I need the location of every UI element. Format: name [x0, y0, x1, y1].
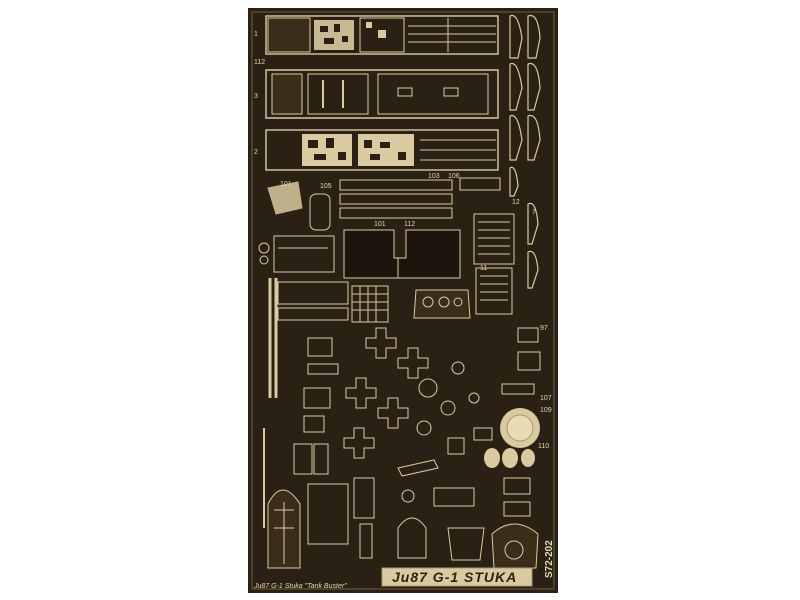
part-bottom-center [353, 477, 485, 561]
part-number-labels: 1 112 3 2 101 105 103 106 12 112 101 7 1… [254, 31, 552, 450]
part-fuselage-panel-3 [265, 69, 499, 119]
part-ovals [484, 448, 535, 468]
sheet-code: S72-202 [544, 540, 555, 578]
part-mesh-grid [351, 285, 389, 323]
sheet-title: Ju87 G-1 STUKA [392, 569, 517, 585]
part-number: 101 [280, 181, 292, 188]
part-small-parts [303, 327, 493, 477]
sheet-subtitle: Ju87 G-1 Stuka "Tank Buster" [253, 583, 347, 590]
part-number: 106 [448, 173, 460, 180]
part-canopy [263, 428, 349, 569]
part-panel-1 [265, 15, 499, 55]
part-panel-2 [265, 129, 499, 171]
part-instrument-panel [413, 289, 471, 319]
title-plate: Ju87 G-1 STUKA [381, 567, 533, 587]
part-number: 110 [538, 443, 549, 450]
part-left-cluster [258, 181, 349, 398]
fret-frame [251, 11, 555, 590]
part-bottom-ring [491, 523, 539, 569]
part-armor-plates [343, 229, 461, 279]
part-number: 109 [540, 407, 552, 414]
part-number: 103 [428, 173, 440, 180]
part-number: 112 [404, 221, 415, 228]
part-number: 7 [532, 209, 536, 216]
part-number: 101 [374, 221, 386, 228]
photo-etch-fret: 1 112 3 2 101 105 103 106 12 112 101 7 1… [248, 8, 558, 593]
part-number: 1 [254, 31, 258, 38]
part-gunsight-disk [500, 408, 540, 448]
part-radiator-grid [339, 177, 501, 219]
part-number: 11 [480, 265, 487, 272]
part-ribbed-cage [473, 213, 515, 315]
part-number: 107 [540, 395, 552, 402]
part-number: 3 [254, 93, 258, 100]
part-number: 97 [540, 325, 548, 332]
part-number: 112 [254, 59, 265, 66]
part-right-bits [501, 327, 541, 517]
part-number: 105 [320, 183, 332, 190]
part-number: 2 [254, 149, 258, 156]
part-column-slats [509, 14, 541, 289]
part-number: 12 [512, 199, 520, 206]
